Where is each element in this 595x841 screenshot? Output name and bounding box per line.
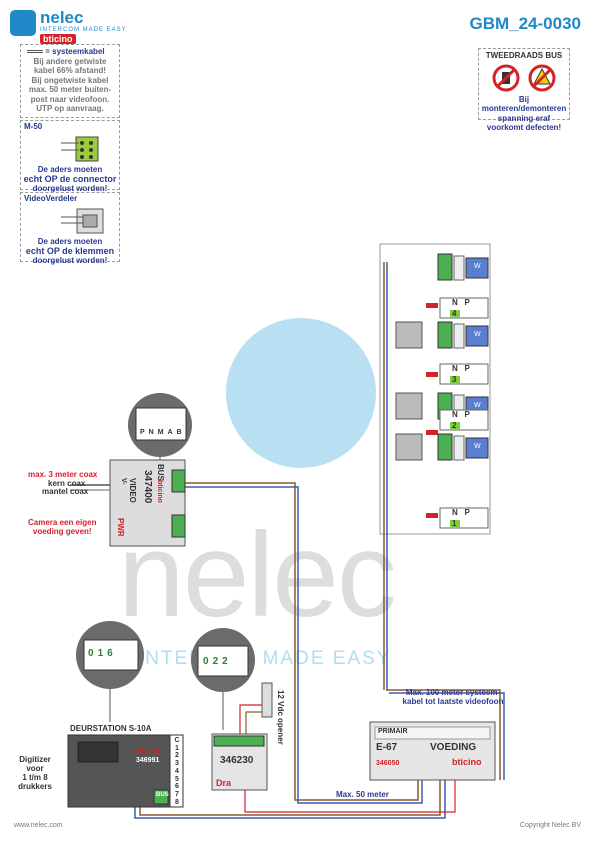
door-opener-icon xyxy=(261,682,273,718)
warning-note-line: voorkomt defecten! xyxy=(486,123,562,132)
m346991-code: 346991 xyxy=(136,757,160,764)
max-coax-label: max. 3 meter coax xyxy=(28,470,98,479)
bus-main-wire xyxy=(185,482,419,801)
bus-riser-supply-wire xyxy=(389,692,505,780)
e67-code: 346050 xyxy=(376,760,400,767)
cable-note-line: max. 50 meter buiten- xyxy=(28,85,112,94)
footer-copyright: Copyright Nelec BV xyxy=(519,822,581,829)
m347400-video: VIDEO xyxy=(128,478,137,503)
apartment-2 xyxy=(395,392,489,435)
apartment-2-number: 2 xyxy=(452,421,457,430)
max-50-label: Max. 50 meter xyxy=(336,790,389,799)
apartment-2-w: W xyxy=(474,402,481,409)
apartment-4-np: N P xyxy=(452,298,470,307)
apartment-4 xyxy=(426,253,489,319)
e67-model: E-67 xyxy=(376,742,398,753)
no-plug-icon xyxy=(492,64,520,91)
m347400-bus: BUS xyxy=(156,464,165,481)
cable-note-line: UTP op aanvraag. xyxy=(36,104,104,113)
videophone-icon xyxy=(465,437,489,459)
m346991-bticino: bticino xyxy=(134,747,161,756)
mantel-coax-label: mantel coax xyxy=(42,487,89,496)
apartment-1-np: N P xyxy=(452,508,470,517)
warning-note-line: Bij monteren/demonteren xyxy=(481,94,567,114)
bus-loop-wire xyxy=(139,780,441,816)
m346991-bus: BUS xyxy=(156,792,169,798)
deurstation-label: DEURSTATION S-10A xyxy=(70,724,152,733)
videoverdeler-title: VideoVerdeler xyxy=(24,194,78,203)
e67-name: VOEDING xyxy=(430,742,477,753)
m347400-code: 347400 xyxy=(142,470,153,504)
videoverdeler-illustration xyxy=(61,208,104,233)
cable-legend: = systeemkabel xyxy=(45,47,105,56)
warning-note: TWEEDRAADS BUS Bij monteren/demonteren s… xyxy=(478,48,570,132)
apartment-3-w: W xyxy=(474,331,481,338)
e67-primair: PRIMAIR xyxy=(378,728,408,735)
brand-tagline: INTERCOM MADE EASY xyxy=(40,27,127,33)
apartment-2-np: N P xyxy=(452,410,470,419)
apartment-3-number: 3 xyxy=(452,375,457,384)
document-number: GBM_24-0030 xyxy=(469,14,581,33)
videoverdeler-icon xyxy=(395,433,423,461)
apartment-4-w: W xyxy=(474,263,481,270)
apartment-4-number: 4 xyxy=(452,309,457,318)
nelec-logo-icon xyxy=(10,10,36,36)
apartment-3 xyxy=(395,321,489,385)
cable-note: = systeemkabel Bij andere getwiste kabel… xyxy=(20,44,120,118)
brand-name: nelec xyxy=(40,8,84,27)
m50-note: M-50 De aders moeten echt OP de connecto… xyxy=(20,120,120,193)
building-frame xyxy=(379,243,491,535)
apartment-1-number: 1 xyxy=(452,519,457,528)
apartment-3-np: N P xyxy=(452,364,470,373)
kern-coax-label: kern coax xyxy=(48,479,86,488)
watermark-logo-icon xyxy=(226,318,376,468)
apartment-1 xyxy=(395,433,489,529)
videoverdeler-icon xyxy=(76,208,104,233)
m50-note-line: echt OP de connector xyxy=(23,173,117,184)
m347400-bticino: bticino xyxy=(156,480,163,503)
opener-wire xyxy=(245,711,262,736)
m346230-dra: Dra xyxy=(216,778,232,788)
bticino-logo: bticino xyxy=(40,34,76,44)
power-wire xyxy=(244,780,456,813)
bus-riser-supply-wire xyxy=(386,689,501,780)
videoverdeler-note-line: doorgelust worden! xyxy=(32,256,108,265)
m347400-pwr: PWR xyxy=(116,518,125,537)
no-voltage-icon xyxy=(528,64,556,91)
m50-connector-illustration xyxy=(61,136,99,161)
cable-note-line: post naar videofoon. xyxy=(30,94,110,104)
footer-website: www.nelec.com xyxy=(14,822,63,829)
videoverdeler-icon xyxy=(395,321,423,349)
opener-wire xyxy=(239,704,262,736)
m346230-code: 346230 xyxy=(220,755,254,766)
videoverdeler-icon xyxy=(395,392,423,420)
max-100-label: Max. 100 meter systeem-kabel tot laatste… xyxy=(402,688,504,706)
videoverdeler-note-line: De aders moeten xyxy=(37,237,103,246)
videoverdeler-note-line: echt OP de klemmen xyxy=(25,245,115,256)
videophone-icon xyxy=(465,325,489,347)
m50-title: M-50 xyxy=(24,122,43,131)
bus-main-wire xyxy=(185,486,423,804)
m347400-vminus: V- xyxy=(120,478,127,485)
cable-note-line: kabel 66% afstand! xyxy=(33,66,107,75)
videophone-icon xyxy=(465,257,489,279)
opener-label: 12 Vdc opener xyxy=(276,690,285,745)
videoverdeler-note: VideoVerdeler De aders moeten echt OP de… xyxy=(20,192,120,265)
m50-note-line: doorgelust worden! xyxy=(32,184,108,193)
warning-title: TWEEDRAADS BUS xyxy=(485,51,563,60)
warning-note-line: spanning eraf xyxy=(497,113,551,123)
cable-note-line: Bij andere getwiste xyxy=(33,56,107,66)
e67-bticino: bticino xyxy=(452,757,482,767)
m50-note-line: De aders moeten xyxy=(37,165,103,174)
apartment-1-w: W xyxy=(474,443,481,450)
cable-note-line: Bij ongetwiste kabel xyxy=(31,75,109,85)
